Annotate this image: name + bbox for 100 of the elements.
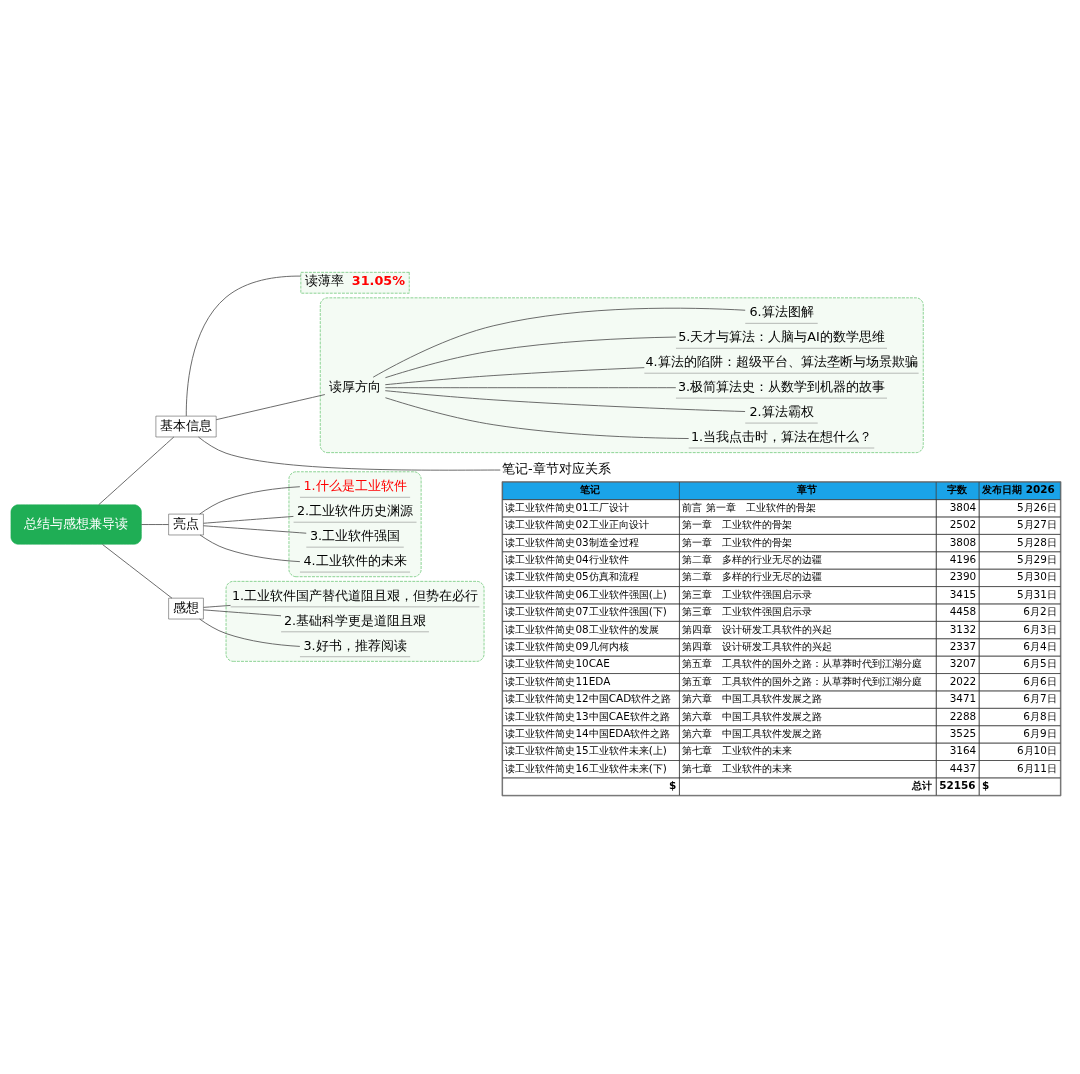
label: 3471 (949, 692, 977, 705)
node-text: 1.什么是工业软件 (303, 478, 407, 494)
label: 读工业软件简史10CAE (505, 657, 610, 670)
node-text: 3.极简算法史：从数学到机器的故事 (677, 378, 886, 394)
label: 6月5日 (1023, 657, 1057, 670)
connector (199, 618, 301, 647)
label: 第五章 工具软件的国外之路：从草莽时代到江湖分庭 (682, 657, 923, 670)
label: $ (669, 778, 677, 791)
node-text: 6.算法图解 (749, 304, 814, 320)
label: 5月29日 (1016, 553, 1057, 566)
label: 第六章 中国工具软件发展之路 (682, 692, 823, 705)
connector (384, 367, 645, 386)
connector (140, 524, 170, 525)
label: 第三章 工业软件强国启示录 (682, 587, 813, 600)
label: 6月6日 (1023, 674, 1057, 687)
connector (199, 534, 301, 563)
label: 读工业软件简史09几何内核 (505, 640, 629, 652)
label: 发布日期 2026 (982, 482, 1055, 495)
label: 第三章 工业软件强国启示录 (682, 605, 813, 618)
label: 6月10日 (1016, 744, 1057, 757)
label: 6月3日 (1023, 622, 1057, 635)
label: 第一章 工业软件的骨架 (682, 535, 793, 548)
label: 读工业软件简史15工业软件未来(上) (505, 744, 667, 757)
connector (102, 544, 173, 599)
label: 2288 (949, 709, 977, 722)
label: 第二章 多样的行业无尽的边疆 (682, 570, 823, 583)
label: 读工业软件简史16工业软件未来(下) (505, 761, 667, 774)
label: 5月31日 (1016, 587, 1057, 600)
label: 3415 (949, 587, 977, 600)
label: 3525 (949, 726, 977, 739)
node-text: 2.工业软件历史渊源 (296, 503, 414, 519)
node-text: 2.基础科学更是道阻且艰 (283, 612, 427, 628)
connector (199, 486, 301, 515)
label: 第六章 中国工具软件发展之路 (682, 726, 823, 739)
node-box: 感想 (168, 597, 204, 620)
node-text: 5.天才与算法：人脑与AI的数学思维 (678, 329, 885, 345)
connector (203, 605, 231, 608)
connector (198, 436, 501, 471)
node-box: 基本信息 (155, 415, 217, 438)
label: 2337 (949, 640, 977, 652)
cluster (288, 471, 422, 577)
connector (203, 525, 307, 534)
label: 6月2日 (1023, 605, 1057, 618)
connector (215, 394, 326, 421)
connector (203, 516, 294, 524)
label: 6月4日 (1023, 640, 1057, 652)
label: 章节 (797, 482, 818, 495)
node-text: 1.工业软件国产替代道阻且艰，但势在必行 (231, 587, 479, 603)
label: 4196 (949, 553, 977, 566)
label: 第七章 工业软件的未来 (682, 744, 793, 757)
label: 前言 第一章 工业软件的骨架 (682, 500, 816, 513)
node-text: 3.工业软件强国 (309, 527, 401, 543)
label: 读工业软件简史11EDA (505, 674, 611, 687)
label: 3164 (949, 744, 977, 757)
label: 6月9日 (1023, 726, 1057, 739)
label: 读工业软件简史14中国EDA软件之路 (505, 726, 671, 739)
connector (385, 336, 677, 379)
label: 第六章 中国工具软件发展之路 (682, 709, 823, 722)
node-text: 读厚方向 (329, 378, 382, 394)
label: 总计 (911, 778, 932, 791)
label: 读工业软件简史06工业软件强国(上) (505, 587, 667, 600)
label: 读工业软件简史12中国CAD软件之路 (505, 692, 672, 705)
label: 3804 (949, 500, 977, 513)
connector (385, 397, 690, 439)
label: 第四章 设计研发工具软件的兴起 (682, 622, 833, 635)
connector (384, 387, 677, 389)
node-box: 亮点 (168, 513, 204, 536)
connector (185, 275, 302, 417)
label: 2502 (949, 518, 977, 531)
node-text: 3.好书，推荐阅读 (303, 637, 407, 653)
label: 读工业软件简史07工业软件强国(下) (505, 605, 667, 618)
label: 6月11日 (1016, 761, 1057, 774)
cluster (225, 581, 485, 662)
label: 3808 (949, 535, 977, 548)
label: 4458 (949, 605, 977, 618)
label: 6月8日 (1023, 709, 1057, 722)
label: 读工业软件简史01工厂设计 (505, 500, 629, 513)
label: 第二章 多样的行业无尽的边疆 (682, 553, 823, 566)
node-text: 1.当我点击时，算法在想什么？ (690, 428, 873, 444)
label: 第一章 工业软件的骨架 (682, 518, 793, 531)
label: 5月28日 (1016, 535, 1057, 548)
label: 2022 (949, 674, 977, 687)
node-box: 读薄率 31.05% (300, 272, 410, 294)
label: 3132 (949, 622, 977, 635)
connector (384, 390, 746, 412)
label: 读工业软件简史03制造全过程 (505, 535, 639, 548)
connector (372, 307, 746, 378)
label: 读工业软件简史08工业软件的发展 (505, 622, 659, 635)
node-text: 4.工业软件的未来 (303, 552, 407, 568)
label: 读工业软件简史02工业正向设计 (505, 518, 649, 531)
label: 读工业软件简史04行业软件 (505, 553, 629, 566)
node-text: 2.算法霸权 (749, 403, 814, 419)
node-box: 总结与感想兼导读 (10, 504, 142, 545)
connector (203, 609, 282, 617)
label: 第五章 工具软件的国外之路：从草莽时代到江湖分庭 (682, 674, 923, 687)
label: 6月7日 (1023, 692, 1057, 705)
label: 5月26日 (1016, 500, 1057, 513)
label: 读工业软件简史05仿真和流程 (505, 570, 639, 583)
node-label: 笔记-章节对应关系 (502, 461, 611, 477)
label: 第七章 工业软件的未来 (682, 761, 793, 774)
